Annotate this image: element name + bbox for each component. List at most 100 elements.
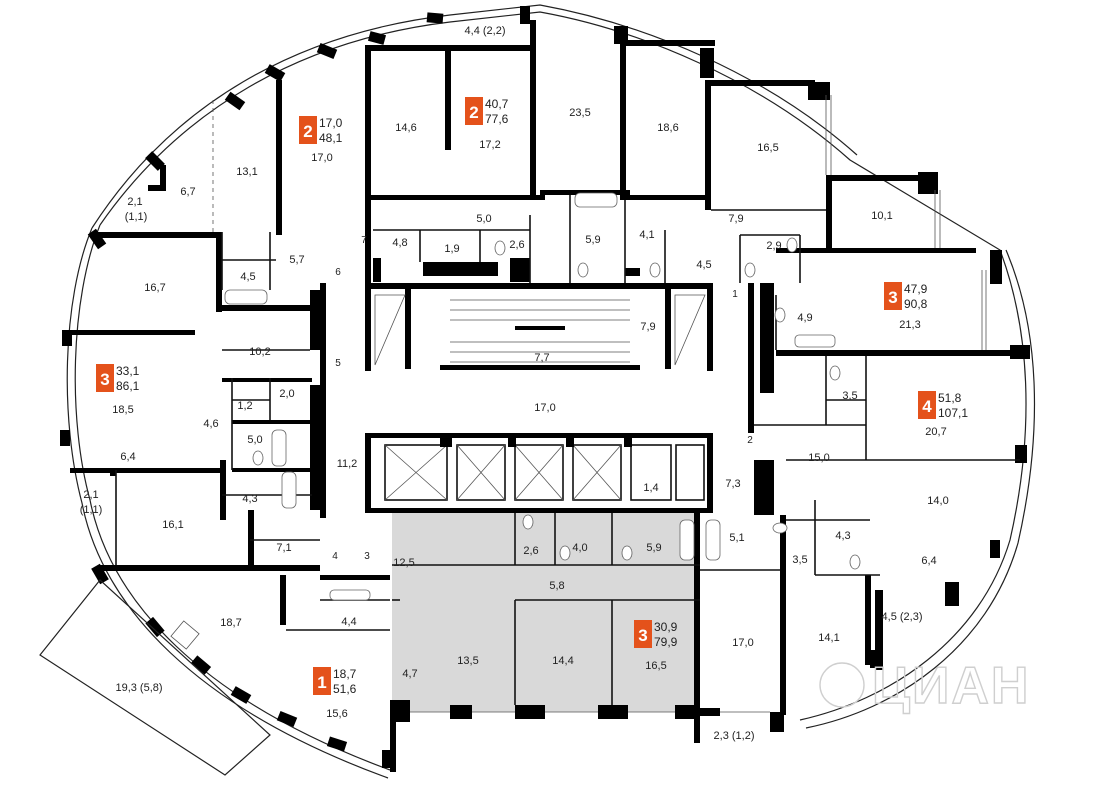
room-label: 4,3 [835,530,850,542]
room-label: 4,5 [696,259,711,271]
apartment-total-area: 51,6 [333,682,357,696]
room-label: 16,7 [144,282,165,294]
room-labels: 4,4 (2,2) 14,6 23,5 18,6 16,5 13,1 17,0 … [80,25,949,742]
windows [410,95,987,713]
room-label: 2,3 (1,2) [714,730,755,742]
room-label: 16,5 [645,660,666,672]
entrance-number: 1 [732,289,738,300]
apartment-living-area: 51,8 [938,391,962,405]
apartment-rooms: 4 [922,397,932,416]
apartment-badge[interactable]: 2 40,7 77,6 [465,97,509,126]
room-label: 4,7 [402,668,417,680]
room-label: 15,0 [808,452,829,464]
highlighted-apartment [392,513,700,712]
entrance-number: 7 [361,235,367,246]
room-label: 13,5 [457,655,478,667]
apartment-total-area: 77,6 [485,112,509,126]
apartment-total-area: 86,1 [116,379,140,393]
room-label: 4,4 [341,616,356,628]
apartment-living-area: 47,9 [904,282,928,296]
watermark-text: ЦИАН [872,657,1030,715]
room-label: 1,9 [444,243,459,255]
apartment-badge[interactable]: 4 51,8 107,1 [918,391,968,420]
apartment-badge[interactable]: 2 17,0 48,1 [299,116,343,145]
room-label: 2,9 [766,240,781,252]
room-label: 17,0 [732,637,753,649]
room-label: 13,1 [236,166,257,178]
entrance-numbers: 7 6 5 4 3 2 1 [332,235,753,562]
room-label: 10,1 [871,210,892,222]
apartment-living-area: 33,1 [116,364,140,378]
entrance-number: 5 [335,358,341,369]
room-label: 2,6 [509,239,524,251]
room-label: 18,5 [112,404,133,416]
apartment-total-area: 48,1 [319,131,343,145]
bathroom-fixtures [224,192,861,601]
apartment-rooms: 1 [317,673,326,692]
apartment-rooms: 3 [888,288,897,307]
room-label: 21,3 [899,319,920,331]
room-label: 16,5 [757,142,778,154]
room-label: 15,6 [326,708,347,720]
room-label: 4,1 [639,229,654,241]
apartment-badge[interactable]: 3 47,9 90,8 [884,282,928,311]
room-label: 5,1 [729,532,744,544]
room-label: 18,7 [220,617,241,629]
apartment-badge[interactable]: 3 33,1 86,1 [96,364,140,393]
apartment-total-area: 107,1 [938,406,968,420]
room-label: 10,2 [249,346,270,358]
apartment-living-area: 40,7 [485,97,509,111]
apartment-rooms: 2 [303,122,312,141]
room-label: 3,5 [792,554,807,566]
apartment-badge[interactable]: 3 30,9 79,9 [634,620,678,649]
room-label: 4,4 (2,2) [465,25,506,37]
room-label: 12,5 [393,557,414,569]
room-label: 2,6 [523,545,538,557]
room-label: 7,1 [276,542,291,554]
elevators [384,433,705,501]
entrance-number: 3 [364,551,370,562]
room-label: 19,3 (5,8) [115,682,162,694]
partitions [115,100,1020,705]
room-label: 14,4 [552,655,573,667]
room-label: (1,1) [80,504,103,516]
apartment-rooms: 3 [100,370,109,389]
apartment-rooms: 3 [638,626,647,645]
apartment-living-area: 17,0 [319,116,343,130]
room-label: 6,4 [921,555,936,567]
room-label: 20,7 [925,426,946,438]
room-label: 4,6 [203,418,218,430]
room-label: 14,1 [818,632,839,644]
room-label: 5,0 [476,213,491,225]
apartment-total-area: 79,9 [654,635,678,649]
room-label: 5,7 [289,254,304,266]
room-label: 2,0 [279,388,294,400]
room-label: 16,1 [162,519,183,531]
apartment-badges: 2 17,0 48,1 2 40,7 77,6 3 47,9 90,8 3 33… [96,97,968,696]
outer-facade [66,4,1036,779]
apartment-badge[interactable]: 1 18,7 51,6 [313,667,357,696]
room-label: 4,3 [242,493,257,505]
room-label: 3,5 [842,390,857,402]
room-label: (1,1) [125,211,148,223]
room-label: 17,0 [311,152,332,164]
room-label: 6,4 [120,451,135,463]
apartment-rooms: 2 [469,103,478,122]
apartment-living-area: 30,9 [654,620,678,634]
room-label: 5,0 [247,434,262,446]
room-label: 7,7 [534,352,549,364]
room-label: 7,9 [640,321,655,333]
room-label: 4,5 (2,3) [882,611,923,623]
watermark-logo: ЦИАН [819,656,1030,716]
apartment-living-area: 18,7 [333,667,357,681]
room-label: 5,9 [585,234,600,246]
room-label: 4,8 [392,237,407,249]
room-label: 7,9 [728,213,743,225]
room-label: 1,2 [237,400,252,412]
apartment-total-area: 90,8 [904,297,928,311]
room-label: 4,0 [572,542,587,554]
room-label: 1,4 [643,482,658,494]
room-label: 7,3 [725,478,740,490]
room-label: 14,0 [927,495,948,507]
room-label: 18,6 [657,122,678,134]
